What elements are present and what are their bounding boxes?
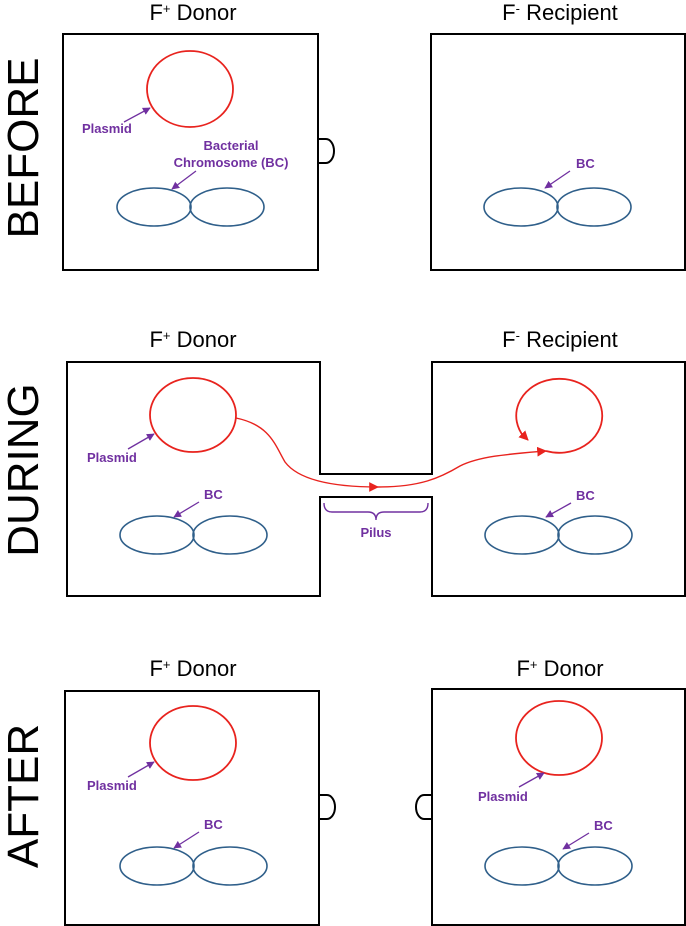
after-left-pilus-stub xyxy=(319,794,336,820)
before-bc-pointer xyxy=(171,170,197,190)
after-right-pilus-stub xyxy=(415,794,432,820)
before-plasmid-pointer xyxy=(123,107,151,123)
before-recipient-title: F- Recipient xyxy=(502,0,618,25)
during-cells-bridged-outline xyxy=(66,361,686,597)
before-donor-plasmid xyxy=(146,50,234,128)
during-recipient-bc-label: BC xyxy=(576,488,595,503)
after-left-chromosome-left xyxy=(119,846,195,886)
after-right-bc-label: BC xyxy=(594,818,613,833)
after-left-chromosome-right xyxy=(192,846,268,886)
after-left-plasmid-label: Plasmid xyxy=(87,778,137,793)
before-donor-pilus-stub xyxy=(318,138,335,164)
after-right-donor-title: F+ Donor xyxy=(516,656,603,681)
after-panel: F+ Donor F+ Donor Plasmid BC Plasmid BC xyxy=(64,656,686,926)
during-donor-plasmid xyxy=(149,377,237,453)
stage-label-after: AFTER xyxy=(0,724,48,868)
after-left-plasmid xyxy=(149,705,237,781)
during-panel: F+ Donor F- Recipient Plasmid BC Pilus B… xyxy=(66,327,686,597)
after-right-plasmid xyxy=(515,700,603,776)
after-right-donor-cell xyxy=(431,688,686,926)
before-donor-chromosome-right xyxy=(189,187,265,227)
before-donor-chromosome-left xyxy=(116,187,192,227)
before-recipient-bc-pointer xyxy=(544,170,571,189)
during-pilus-bracket xyxy=(323,502,429,521)
during-donor-bc-pointer xyxy=(173,501,200,518)
during-plasmid-transfer-path xyxy=(235,417,379,492)
before-recipient-chromosome-left xyxy=(483,187,559,227)
during-recipient-chromosome-right xyxy=(557,515,633,555)
during-plasmid-label: Plasmid xyxy=(87,450,137,465)
after-left-donor-cell xyxy=(64,690,320,926)
before-recipient-chromosome-right xyxy=(556,187,632,227)
before-plasmid-label: Plasmid xyxy=(82,121,132,136)
before-panel: F+ Donor F- Recipient Plasmid Bacterial … xyxy=(62,0,686,271)
during-recipient-bc-pointer xyxy=(545,502,572,518)
after-right-bc-pointer xyxy=(562,832,590,850)
during-donor-bc-label: BC xyxy=(204,487,223,502)
after-left-bc-label: BC xyxy=(204,817,223,832)
during-pilus-label: Pilus xyxy=(360,525,391,540)
before-donor-cell xyxy=(62,33,319,271)
during-recipient-plasmid-forming xyxy=(515,377,604,454)
after-right-plasmid-label: Plasmid xyxy=(478,789,528,804)
before-recipient-bc-label: BC xyxy=(576,156,595,171)
during-plasmid-transfer-path-2 xyxy=(377,446,547,488)
after-right-chromosome-right xyxy=(557,846,633,886)
stage-label-before: BEFORE xyxy=(0,58,48,239)
after-left-bc-pointer xyxy=(173,831,200,849)
during-plasmid-pointer xyxy=(127,433,155,450)
after-left-plasmid-pointer xyxy=(127,761,155,778)
before-bc-label-line2: Chromosome (BC) xyxy=(174,155,289,170)
during-recipient-plasmid-end-arrow xyxy=(518,430,529,441)
during-recipient-title: F- Recipient xyxy=(502,327,618,352)
during-donor-chromosome-left xyxy=(119,515,195,555)
during-donor-chromosome-right xyxy=(192,515,268,555)
before-donor-title: F+ Donor xyxy=(149,0,236,25)
after-right-plasmid-pointer xyxy=(518,772,545,788)
during-donor-title: F+ Donor xyxy=(149,327,236,352)
before-recipient-cell xyxy=(430,33,686,271)
during-recipient-chromosome-left xyxy=(484,515,560,555)
after-left-donor-title: F+ Donor xyxy=(149,656,236,681)
before-bc-label-line1: Bacterial xyxy=(204,138,259,153)
stage-label-during: DURING xyxy=(0,383,48,557)
after-right-chromosome-left xyxy=(484,846,560,886)
